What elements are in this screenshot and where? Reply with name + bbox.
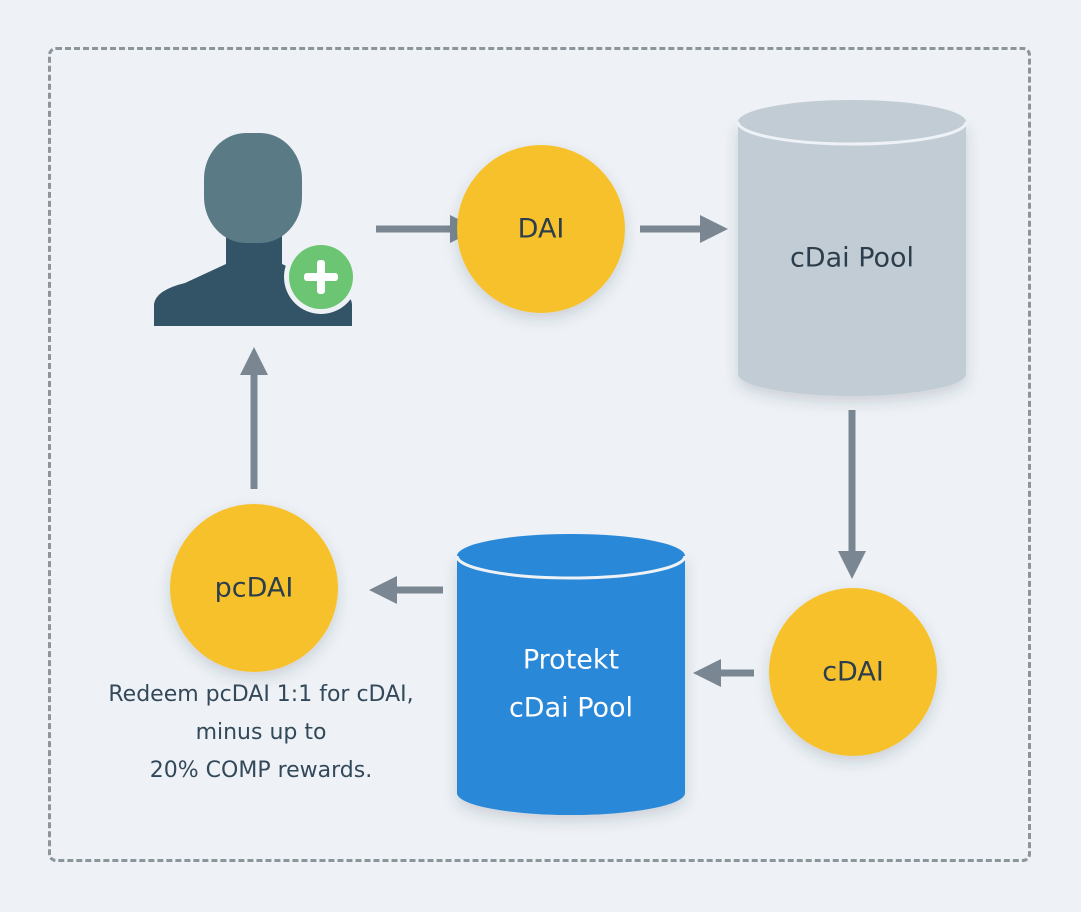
dai-token: DAI [457,145,625,313]
pcdai-token: pcDAI [170,504,338,672]
plus-icon [284,240,358,314]
user-head [204,133,302,243]
user-add-icon [154,133,358,326]
protekt-pool-label-line2: cDai Pool [509,693,633,724]
dai-label: DAI [518,214,565,245]
cdai-label: cDAI [822,657,884,688]
protekt-pool-cylinder: Protekt cDai Pool [455,534,687,815]
caption-line3: 20% COMP rewards. [149,758,373,783]
caption-line2: minus up to [195,720,327,745]
pcdai-label: pcDAI [215,573,294,604]
diagram-frame [48,47,1031,862]
cdai-token: cDAI [769,588,937,756]
protekt-pool-label-line1: Protekt [523,645,619,676]
caption-line1: Redeem pcDAI 1:1 for cDAI, [108,682,414,707]
cdai-pool-label: cDai Pool [790,243,914,274]
redeem-caption: Redeem pcDAI 1:1 for cDAI, minus up to 2… [66,676,456,790]
cdai-pool-cylinder: cDai Pool [736,100,968,396]
